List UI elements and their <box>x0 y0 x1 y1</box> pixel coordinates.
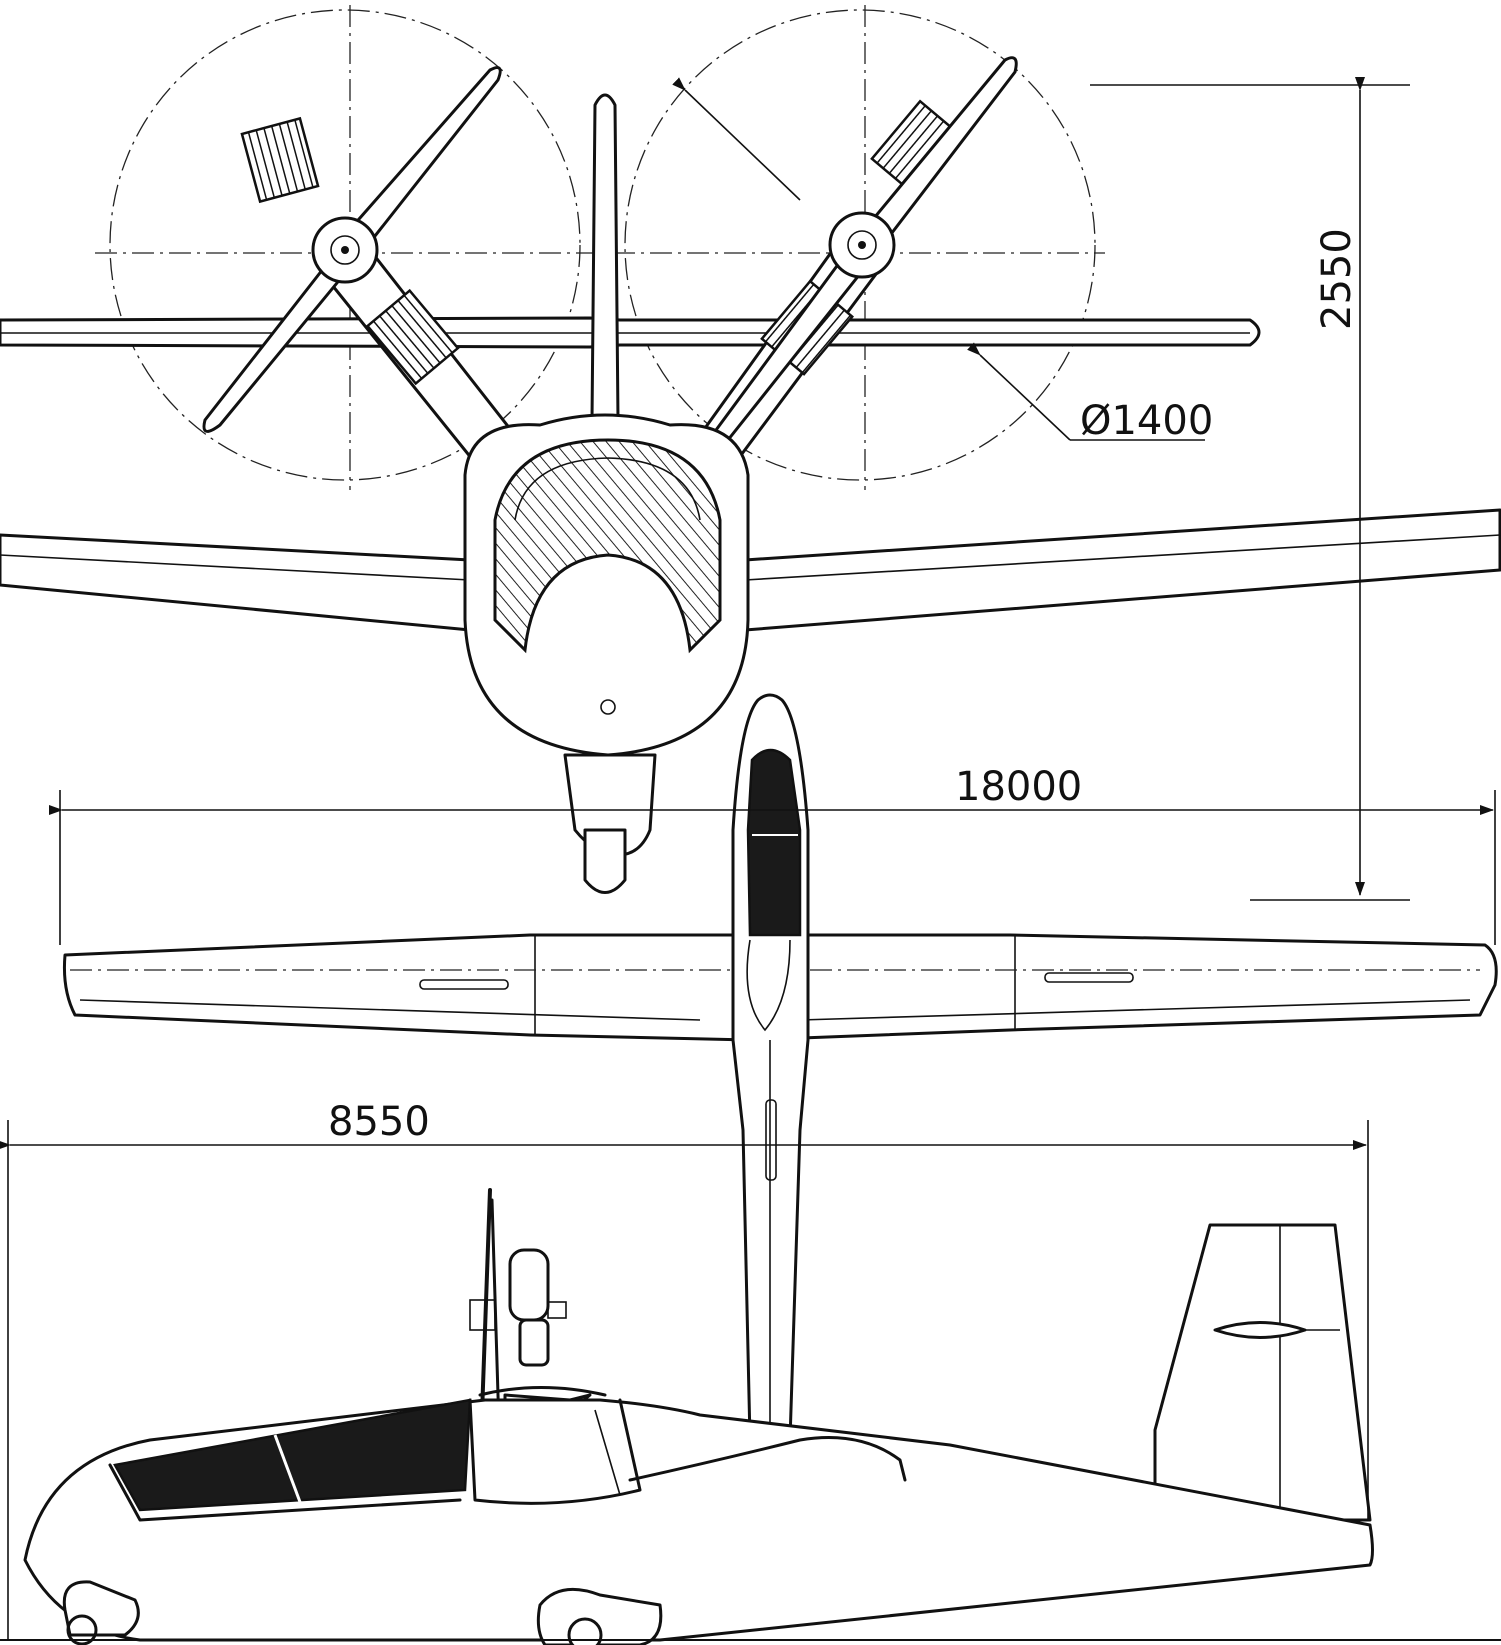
nose-wheel <box>62 1580 140 1637</box>
right-prop-disc <box>624 9 1096 481</box>
wingspan-dimension-label: 18000 <box>955 764 1082 810</box>
side-view <box>0 1188 1501 1645</box>
dimension-lines <box>0 77 1496 1640</box>
length-dimension-label: 8550 <box>328 1099 430 1145</box>
canopy-top <box>746 748 802 937</box>
canopy-front <box>493 438 722 654</box>
prop-diameter-label: Ø1400 <box>1080 398 1213 444</box>
height-dimension-label: 2550 <box>1314 228 1360 330</box>
vertical-fin-side <box>1153 1223 1372 1522</box>
side-engine <box>508 1248 550 1322</box>
front-view <box>0 5 1501 894</box>
front-fin <box>590 93 620 422</box>
main-wing-front <box>0 533 472 632</box>
canopy-side <box>113 1398 472 1512</box>
left-prop-disc <box>109 9 581 481</box>
